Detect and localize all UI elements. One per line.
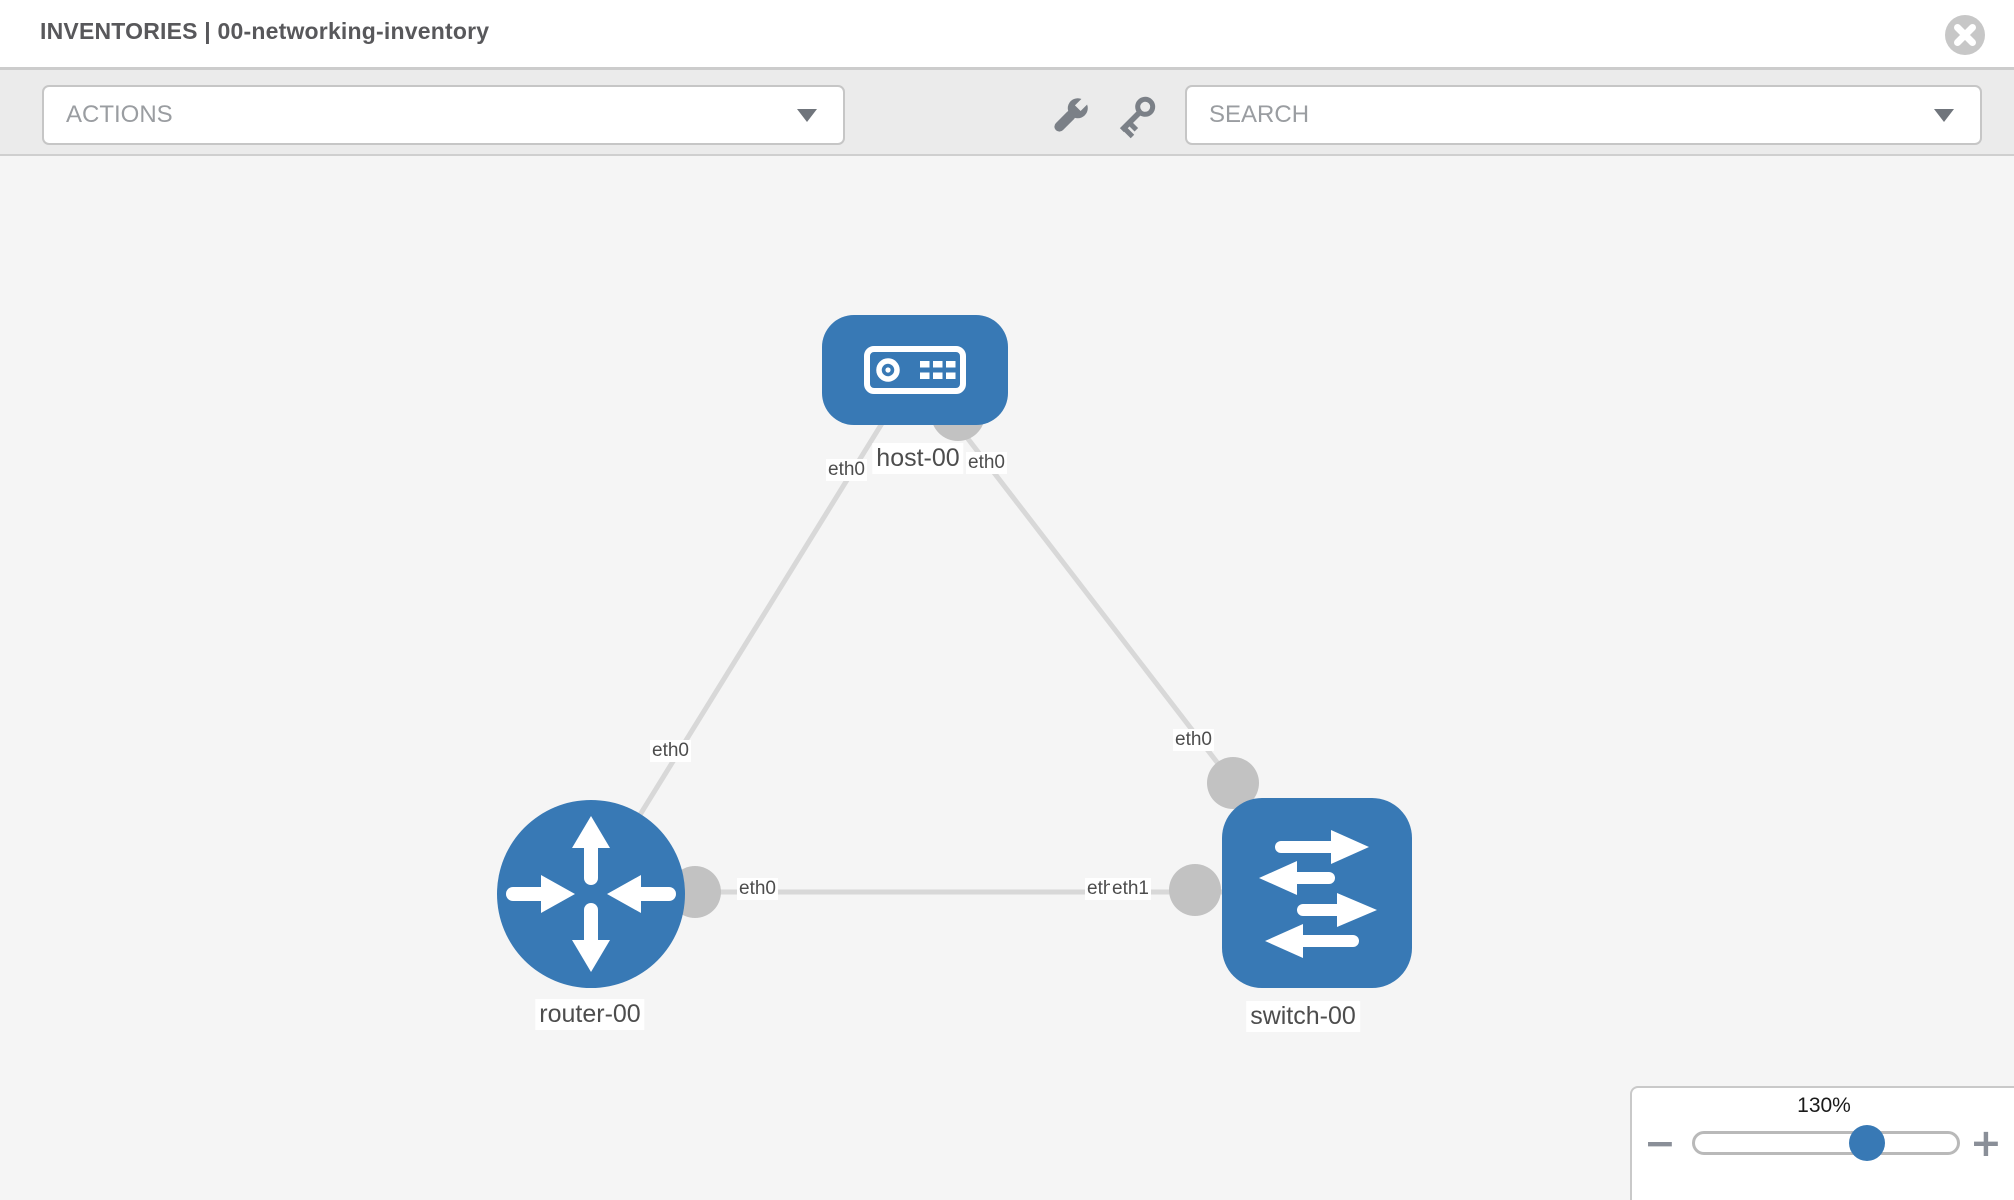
iface-label-switch-eth1: eth1 xyxy=(1110,878,1151,900)
page-title: INVENTORIES | 00-networking-inventory xyxy=(40,18,490,44)
zoom-slider-thumb[interactable] xyxy=(1849,1125,1885,1161)
topology-canvas[interactable]: host-00 router-00 switch-00 eth0 eth0 et… xyxy=(0,156,2014,1200)
iface-label-host-eth0-right: eth0 xyxy=(966,452,1007,474)
zoom-level-value: 130% xyxy=(1797,1094,1851,1117)
header: INVENTORIES | 00-networking-inventory xyxy=(0,0,2014,70)
actions-dropdown-label: ACTIONS xyxy=(66,101,173,128)
iface-label-router-eth0-right: eth0 xyxy=(737,878,778,900)
iface-label-router-eth0-top: eth0 xyxy=(650,740,691,762)
iface-label-host-eth0-left: eth0 xyxy=(826,459,867,481)
key-icon xyxy=(1119,96,1156,139)
host-icon xyxy=(864,346,966,394)
switch-icon xyxy=(1259,830,1377,958)
toolbar: ACTIONS SEARC xyxy=(0,70,2014,156)
zoom-slider-track[interactable] xyxy=(1692,1125,1960,1161)
zoom-in-button[interactable]: + xyxy=(1970,1121,2002,1165)
node-router-00[interactable] xyxy=(497,800,685,988)
credentials-button[interactable] xyxy=(1112,92,1160,140)
node-switch-00[interactable] xyxy=(1222,798,1412,988)
chevron-down-icon xyxy=(1934,108,1954,122)
node-label-router-00: router-00 xyxy=(535,999,645,1030)
zoom-control-panel: 130% − + xyxy=(1630,1086,2014,1200)
search-dropdown[interactable]: SEARCH xyxy=(1185,85,1982,145)
topology-links-layer xyxy=(588,368,1317,918)
node-label-switch-00: switch-00 xyxy=(1246,1001,1360,1032)
search-placeholder: SEARCH xyxy=(1209,101,1310,128)
close-icon xyxy=(1945,15,1985,55)
interface-switch00-eth0[interactable] xyxy=(1207,757,1259,809)
interface-switch00-eth1[interactable] xyxy=(1169,864,1221,916)
zoom-out-button[interactable]: − xyxy=(1644,1121,1676,1165)
chevron-down-icon xyxy=(797,108,817,122)
link-host00-router00[interactable] xyxy=(588,368,918,896)
router-icon xyxy=(506,816,676,972)
actions-dropdown[interactable]: ACTIONS xyxy=(42,85,845,145)
close-button[interactable] xyxy=(1944,14,1986,56)
configure-button[interactable] xyxy=(1046,92,1094,140)
node-label-host-00: host-00 xyxy=(872,443,964,474)
wrench-icon xyxy=(1054,96,1090,132)
node-host-00[interactable] xyxy=(822,315,1008,425)
iface-label-switch-eth0-top: eth0 xyxy=(1173,729,1214,751)
